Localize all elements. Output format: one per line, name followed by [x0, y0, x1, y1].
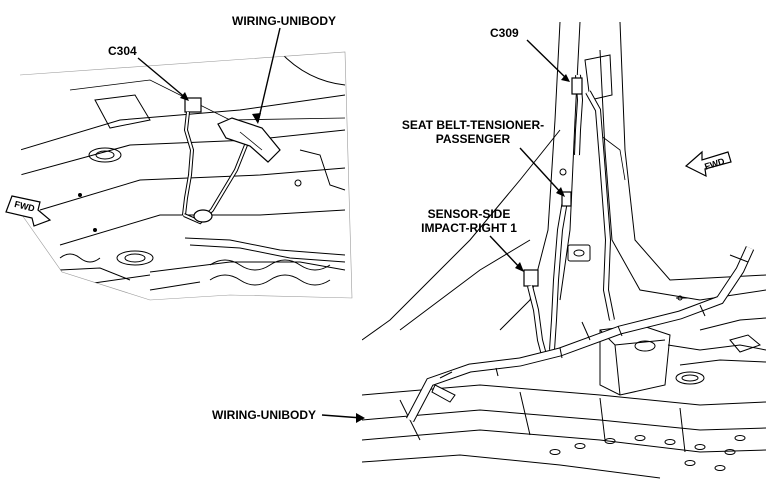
left-inset-drawing: [20, 52, 346, 291]
arrowhead-wiring-unibody-top: [252, 113, 261, 124]
leader-wiring-unibody-bottom: [321, 414, 363, 419]
label-seat-belt-tensioner-passenger: SEAT BELT-TENSIONER-PASSENGER: [401, 118, 545, 146]
leader-seat-belt-tensioner: [519, 147, 564, 196]
label-sensor-side-impact-right-1: SENSOR-SIDE IMPACT-RIGHT 1: [421, 207, 517, 235]
label-wiring-unibody-bottom: WIRING-UNIBODY: [212, 408, 316, 422]
right-inset-drawing: [362, 22, 766, 479]
left-inset-border: [19, 51, 353, 301]
leader-c304: [137, 57, 188, 100]
right-harness: [406, 74, 755, 423]
leader-sensor-side-impact: [489, 235, 523, 271]
arrowhead-c304: [180, 92, 189, 101]
fwd-label-left: FWD: [13, 199, 36, 214]
left-harness: [182, 97, 281, 225]
arrowhead-seat-belt-tensioner: [556, 187, 565, 197]
leader-wiring-unibody-top: [257, 27, 281, 123]
leader-c309: [526, 39, 569, 81]
label-wiring-unibody-top: WIRING-UNIBODY: [232, 14, 336, 28]
arrowhead-c309: [561, 74, 570, 82]
fwd-arrow-right: FWD: [684, 150, 732, 178]
floor-fastener-row: [549, 435, 746, 471]
label-c304: C304: [108, 44, 137, 58]
fwd-arrow-left: FWD: [5, 195, 52, 227]
arrowhead-sensor-side-impact: [515, 262, 524, 272]
arrowhead-wiring-unibody-bottom: [356, 413, 365, 423]
label-c309: C309: [490, 26, 519, 40]
leader-arrowheads: [180, 74, 570, 423]
